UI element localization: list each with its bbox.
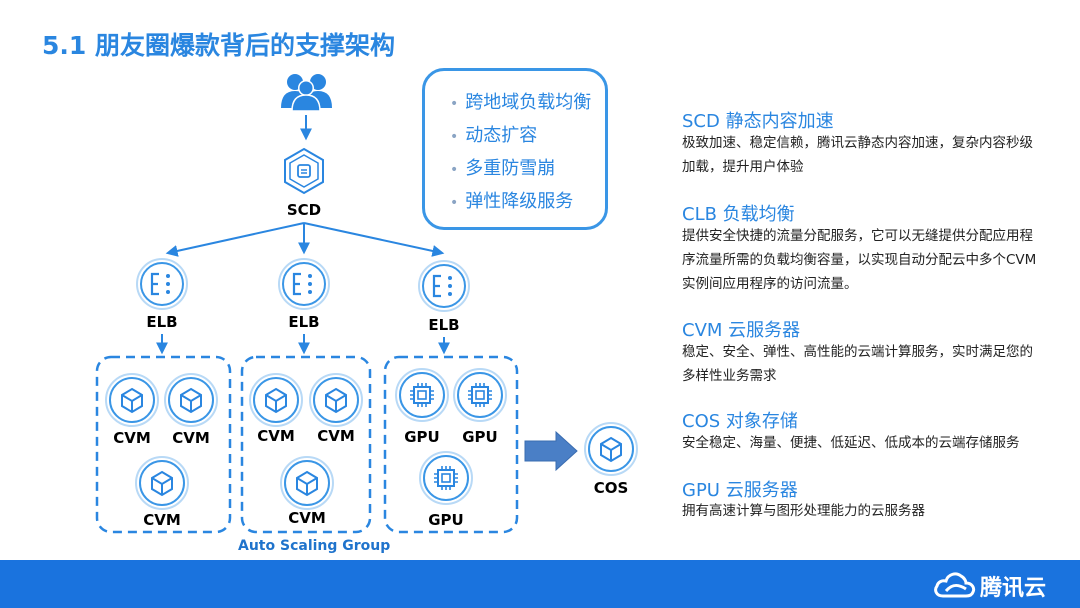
scd-icon — [284, 148, 324, 194]
feature-label: 多重防雪崩 — [465, 158, 556, 179]
cos-icon — [584, 422, 638, 476]
elb-label: ELB — [146, 313, 177, 331]
elb-icon — [417, 259, 471, 313]
gpu-icon — [419, 451, 473, 505]
cvm-label: CVM — [172, 429, 210, 447]
flow-arrow — [303, 222, 445, 257]
desc-text-clb: 提供安全快捷的流量分配服务，它可以无缝提供分配应用程序流量所需的负载均衡容量，以… — [682, 228, 1037, 292]
bullet-icon: • — [450, 195, 459, 211]
scaling-group-box — [95, 355, 232, 534]
cvm-label: CVM — [257, 427, 295, 445]
cvm-icon — [164, 373, 218, 427]
elb-icon — [135, 257, 189, 311]
desc-title-clb: CLB 负载均衡 — [682, 204, 795, 225]
desc-title-scd: SCD 静态内容加速 — [682, 111, 834, 132]
desc-text-scd: 极致加速、稳定信赖，腾讯云静态内容加速，复杂内容秒级加载，提升用户体验 — [682, 135, 1033, 175]
cvm-label: CVM — [288, 509, 326, 527]
desc-title-gpu: GPU 云服务器 — [682, 480, 798, 501]
cvm-label: CVM — [113, 429, 151, 447]
elb-label: ELB — [288, 313, 319, 331]
cvm-icon — [105, 373, 159, 427]
desc-text-gpu: 拥有高速计算与图形处理能力的云服务器 — [682, 503, 925, 519]
users-icon — [281, 74, 332, 112]
features-box — [422, 68, 608, 230]
feature-item: • 跨地域负载均衡 — [450, 88, 591, 114]
elb-label: ELB — [428, 316, 459, 334]
page-title: 5.1 朋友圈爆款背后的支撑架构 — [42, 31, 395, 60]
cvm-label: CVM — [143, 511, 181, 529]
auto-scaling-group-label: Auto Scaling Group — [238, 538, 391, 554]
gpu-label: GPU — [462, 428, 498, 446]
scaling-group-box — [383, 355, 519, 534]
brand-logo-text: 腾讯云 — [980, 576, 1047, 601]
scaling-group-box — [240, 355, 372, 534]
cos-label: COS — [594, 479, 629, 497]
feature-item: • 动态扩容 — [450, 121, 537, 147]
bullet-icon: • — [450, 162, 459, 178]
cvm-icon — [249, 373, 303, 427]
cvm-icon — [135, 456, 189, 510]
footer-bar — [0, 560, 1080, 608]
desc-text-cos: 安全稳定、海量、便捷、低延迟、低成本的云端存储服务 — [682, 435, 1020, 451]
feature-item: • 弹性降级服务 — [450, 187, 573, 213]
bullet-icon: • — [450, 129, 459, 145]
flow-arrow — [165, 222, 305, 257]
elb-icon — [277, 257, 331, 311]
scd-label: SCD — [287, 201, 321, 219]
cvm-icon — [280, 456, 334, 510]
desc-text-cvm: 稳定、安全、弹性、高性能的云端计算服务，实时满足您的多样性业务需求 — [682, 344, 1033, 384]
to-cos-arrow — [524, 430, 578, 472]
cloud-logo-icon — [934, 572, 976, 598]
feature-label: 动态扩容 — [465, 125, 538, 146]
feature-item: • 多重防雪崩 — [450, 154, 555, 180]
gpu-label: GPU — [428, 511, 464, 529]
desc-title-cvm: CVM 云服务器 — [682, 320, 801, 341]
gpu-label: GPU — [404, 428, 440, 446]
bullet-icon: • — [450, 96, 459, 112]
desc-title-cos: COS 对象存储 — [682, 411, 798, 432]
feature-label: 弹性降级服务 — [465, 191, 574, 212]
gpu-icon — [453, 368, 507, 422]
gpu-icon — [395, 368, 449, 422]
feature-label: 跨地域负载均衡 — [465, 92, 592, 113]
architecture-diagram: SCD ELB ELB ELB CVM CVM CVM CVM CVM CVM … — [95, 74, 638, 534]
cvm-icon — [309, 373, 363, 427]
cvm-label: CVM — [317, 427, 355, 445]
